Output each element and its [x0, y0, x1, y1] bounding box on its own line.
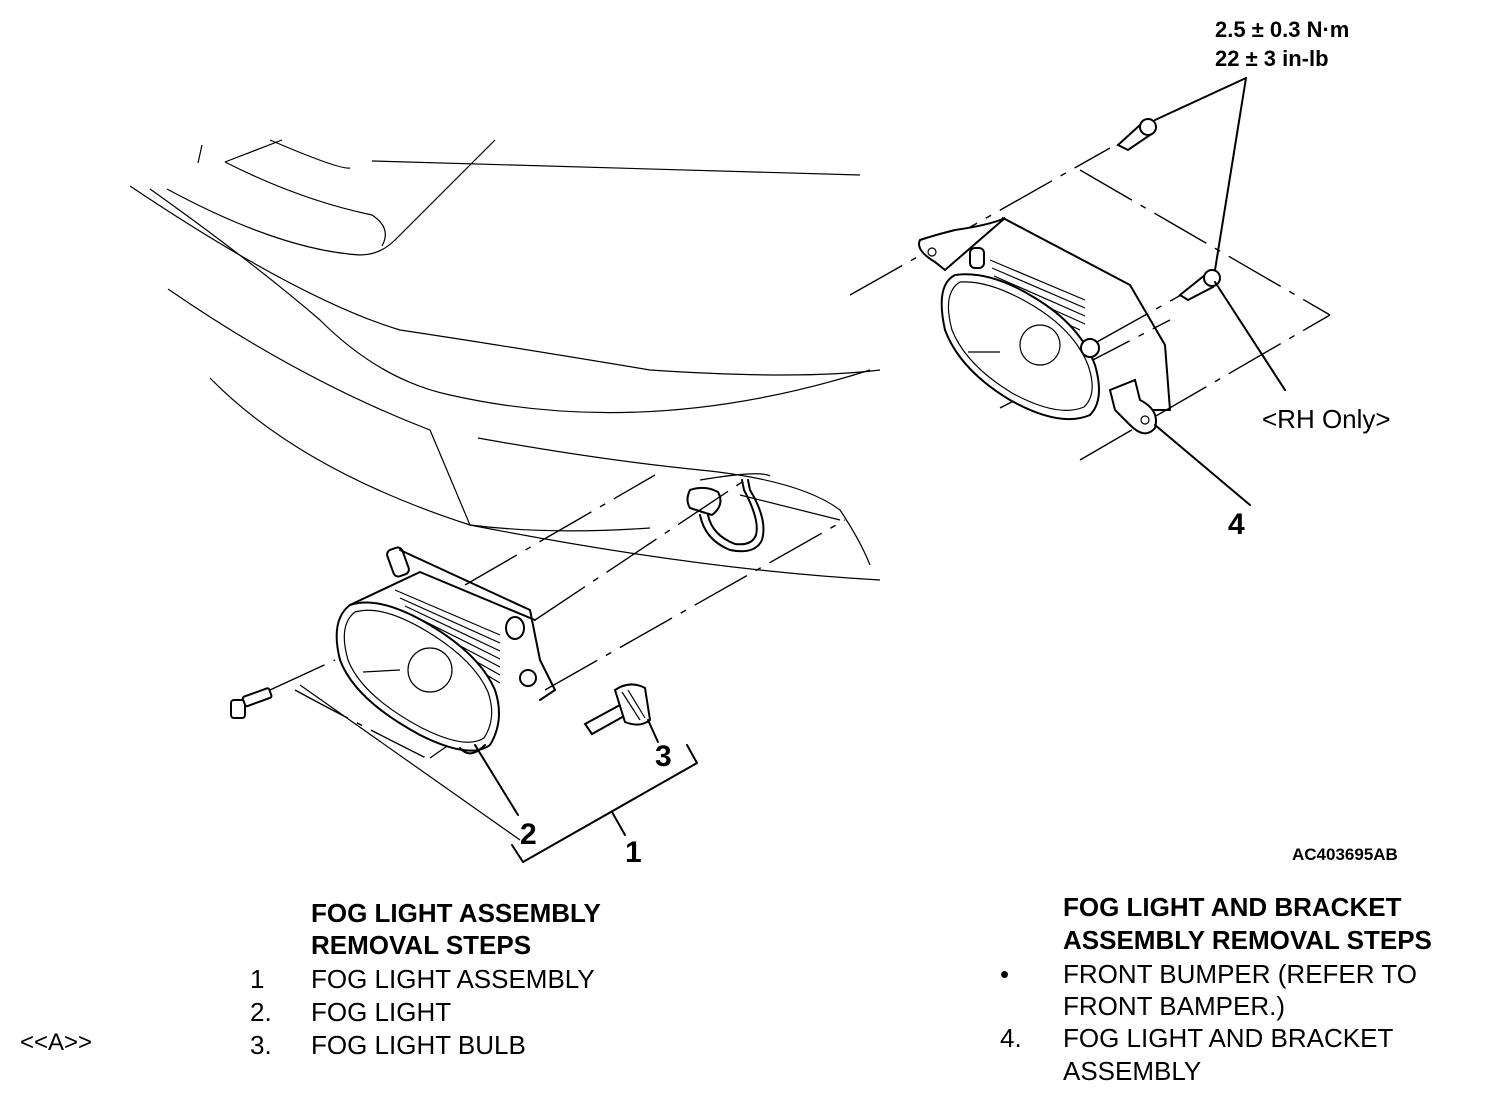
- step-text: FOG LIGHT: [311, 997, 452, 1027]
- torque-metric: 2.5 ± 0.3 N·m: [1215, 17, 1350, 42]
- step-text-line-1: FRONT BUMPER (REFER TO: [1063, 959, 1417, 989]
- bolt-lower: [230, 687, 273, 719]
- procedure-heading-line-1: FOG LIGHT ASSEMBLY: [311, 898, 601, 928]
- step-text-line-2: FRONT BAMPER.): [1063, 991, 1285, 1021]
- front-bumper-outline: [129, 139, 881, 581]
- procedure-heading-line-1: FOG LIGHT AND BRACKET: [1063, 892, 1402, 922]
- callout-3: 3: [655, 740, 672, 773]
- screw-upper-2: [1178, 269, 1221, 302]
- step-number: 2.: [250, 997, 272, 1027]
- step-text-line-2: ASSEMBLY: [1063, 1056, 1202, 1086]
- screw-upper-1: [1116, 118, 1157, 152]
- procedure-heading-line-2: ASSEMBLY REMOVAL STEPS: [1063, 925, 1432, 955]
- rh-only-note: <RH Only>: [1262, 404, 1391, 434]
- callout-2: 2: [520, 818, 537, 851]
- fog-light-bracket-assembly-rh: [849, 147, 1331, 461]
- figure-id: AC403695AB: [1292, 845, 1398, 864]
- torque-imperial: 22 ± 3 in-lb: [1215, 46, 1329, 71]
- callout-4: 4: [1228, 508, 1245, 541]
- step-number: 1: [250, 964, 265, 994]
- step-bullet: •: [1000, 959, 1010, 989]
- callout-1: 1: [625, 836, 642, 869]
- fog-light-lower: [335, 546, 556, 755]
- step-text: FOG LIGHT BULB: [311, 1030, 526, 1060]
- step-text: FOG LIGHT ASSEMBLY: [311, 964, 595, 994]
- harness-connector: [686, 479, 765, 553]
- installation-guide-lines-lower: [269, 474, 846, 841]
- leader-lines-lower: [474, 744, 698, 863]
- step-number: 4.: [1000, 1023, 1022, 1053]
- reference-marker-a: <<A>>: [20, 1029, 93, 1056]
- step-text-line-1: FOG LIGHT AND BRACKET: [1063, 1023, 1394, 1053]
- fog-light-bulb: [583, 683, 659, 743]
- step-number: 3.: [250, 1030, 272, 1060]
- procedure-heading-line-2: REMOVAL STEPS: [311, 930, 532, 960]
- leader-lines-upper: [1154, 77, 1286, 506]
